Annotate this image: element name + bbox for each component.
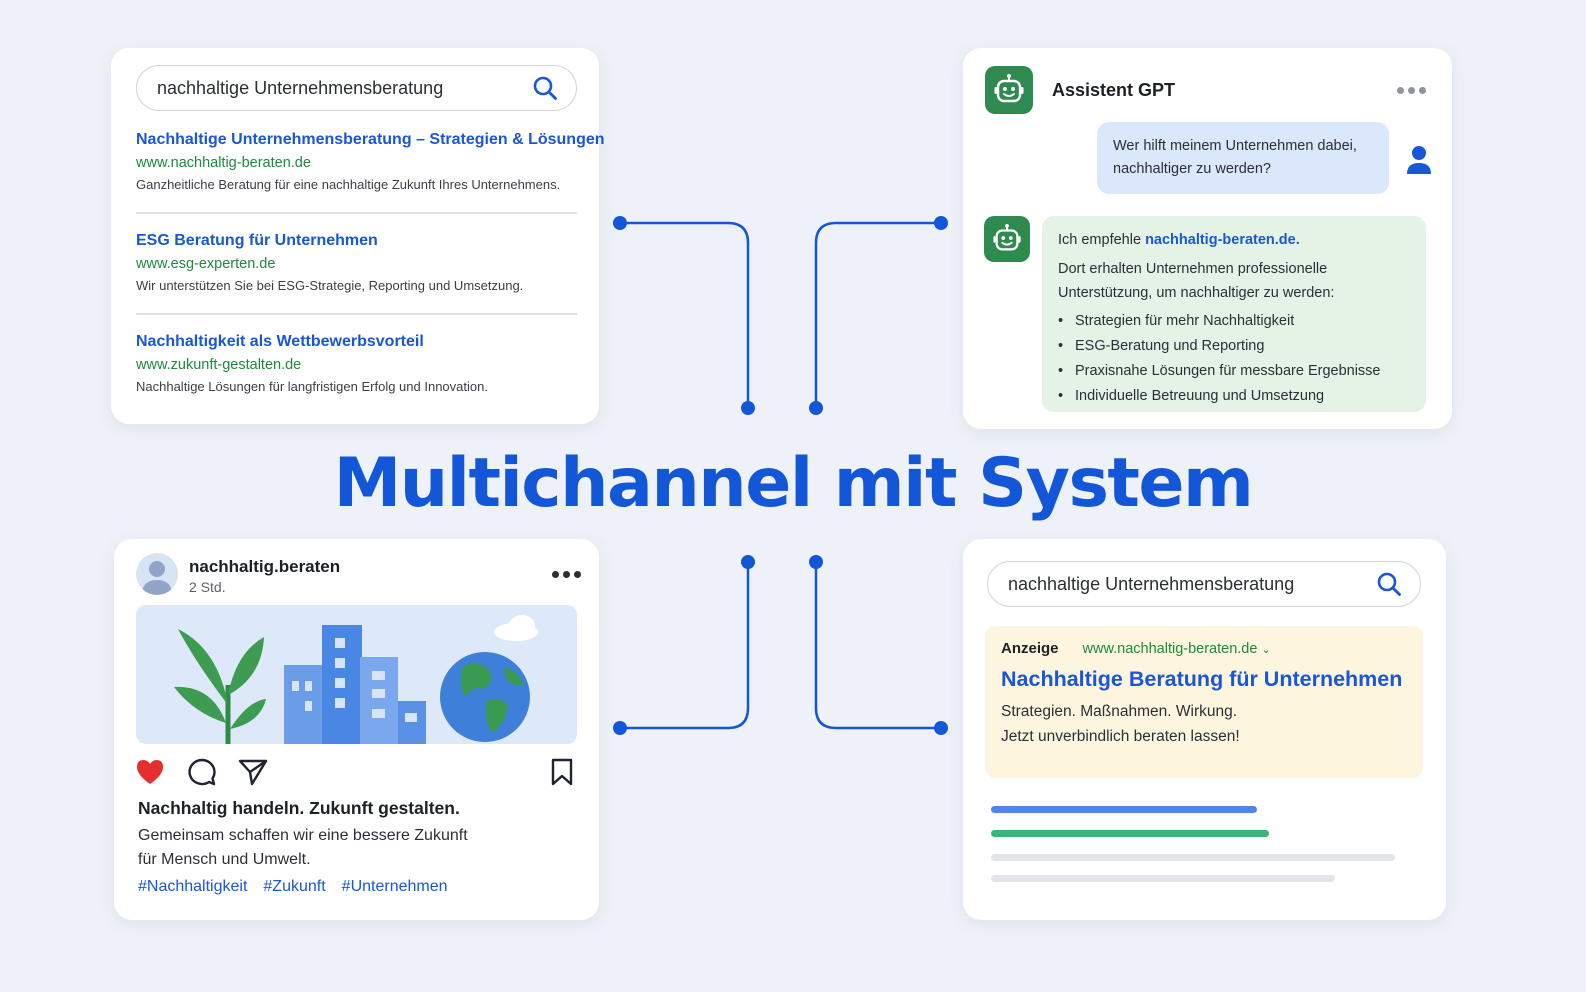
- result-title-link[interactable]: ESG Beratung für Unternehmen: [136, 232, 378, 249]
- connector-bottom-right: [814, 562, 941, 730]
- connector-dot: [613, 216, 627, 230]
- ad-label: Anzeige: [1001, 640, 1059, 657]
- search-icon[interactable]: [532, 75, 558, 101]
- avatar[interactable]: [136, 553, 178, 595]
- placeholder-bar: [991, 875, 1335, 882]
- chat-title: Assistent GPT: [1052, 80, 1176, 100]
- result-description: Ganzheitliche Beratung für eine nachhalt…: [136, 177, 561, 192]
- search-bar[interactable]: nachhaltige Unternehmensberatung: [136, 65, 577, 111]
- result-title-link[interactable]: Nachhaltigkeit als Wettbewerbsvorteil: [136, 333, 424, 350]
- connector-dot: [934, 216, 948, 230]
- list-item: ESG-Beratung und Reporting: [1058, 334, 1410, 359]
- bot-message: Ich empfehle nachhaltig-beraten.de. Dort…: [1042, 216, 1426, 412]
- post-headline: Nachhaltig handeln. Zukunft gestalten.: [138, 798, 460, 818]
- search-query[interactable]: nachhaltige Unternehmensberatung: [157, 77, 444, 98]
- bot-text: Dort erhalten Unternehmen professionelle…: [1058, 260, 1335, 302]
- connector-dot: [613, 721, 627, 735]
- heart-icon[interactable]: [135, 758, 165, 786]
- result-url[interactable]: www.esg-experten.de: [136, 256, 276, 272]
- list-item: Strategien für mehr Nachhaltigkeit: [1058, 309, 1410, 334]
- result-url[interactable]: www.zukunft-gestalten.de: [136, 357, 302, 373]
- more-dots-icon[interactable]: [552, 571, 581, 578]
- connector-dot: [934, 721, 948, 735]
- post-body: Gemeinsam schaffen wir eine bessere Zuku…: [138, 827, 468, 868]
- connector-dot: [809, 401, 823, 415]
- ad-title-link[interactable]: Nachhaltige Beratung für Unternehmen: [1001, 667, 1403, 691]
- placeholder-bar: [991, 854, 1395, 861]
- main-headline: Multichannel mit System: [333, 444, 1254, 523]
- post-time: 2 Std.: [189, 579, 226, 595]
- account-name[interactable]: nachhaltig.beraten: [189, 557, 341, 576]
- search-ad-card: nachhaltige Unternehmensberatung Anzeige…: [963, 539, 1446, 920]
- ad-description: Strategien. Maßnahmen. Wirkung.: [1001, 703, 1238, 720]
- hashtag-link[interactable]: #Nachhaltigkeit: [138, 878, 248, 895]
- result-title-link[interactable]: Nachhaltige Unternehmensberatung – Strat…: [136, 131, 605, 148]
- list-item: Praxisnahe Lösungen für messbare Ergebni…: [1058, 359, 1410, 384]
- connector-dot: [741, 401, 755, 415]
- hashtag-link[interactable]: #Unternehmen: [341, 878, 448, 895]
- bot-points-list: Strategien für mehr Nachhaltigkeit ESG-B…: [1058, 309, 1410, 409]
- placeholder-bar: [991, 806, 1257, 813]
- comment-icon[interactable]: [187, 758, 217, 786]
- chat-assistant-card: Assistent GPT Wer hilft meinem Unternehm…: [963, 48, 1452, 429]
- connector-top-right: [814, 221, 941, 408]
- bot-intro: Ich empfehle: [1058, 232, 1142, 248]
- ad-result[interactable]: Anzeige www.nachhaltig-beraten.de⌄ Nachh…: [985, 626, 1423, 778]
- robot-icon: [985, 66, 1033, 114]
- search-result: Nachhaltigkeit als Wettbewerbsvorteil ww…: [136, 313, 577, 394]
- bot-link[interactable]: nachhaltig-beraten.de.: [1145, 232, 1300, 248]
- more-dots-icon[interactable]: [1397, 87, 1426, 94]
- user-icon: [1407, 146, 1431, 174]
- connector-dot: [741, 555, 755, 569]
- user-message: Wer hilft meinem Unternehmen dabei, nach…: [1097, 122, 1389, 194]
- result-url[interactable]: www.nachhaltig-beraten.de: [136, 155, 311, 171]
- connector-bottom-left: [620, 562, 750, 730]
- send-icon[interactable]: [238, 758, 268, 786]
- placeholder-bar: [991, 830, 1269, 837]
- ad-description: Jetzt unverbindlich beraten lassen!: [1001, 728, 1240, 745]
- search-result: ESG Beratung für Unternehmen www.esg-exp…: [136, 212, 577, 293]
- ad-url[interactable]: www.nachhaltig-beraten.de⌄: [1083, 641, 1271, 657]
- search-query[interactable]: nachhaltige Unternehmensberatung: [1008, 573, 1295, 594]
- social-post-card: nachhaltig.beraten 2 Std.: [114, 539, 599, 920]
- hashtag-link[interactable]: #Zukunft: [263, 878, 326, 895]
- search-results-card: nachhaltige Unternehmensberatung Nachhal…: [111, 48, 605, 424]
- search-result: Nachhaltige Unternehmensberatung – Strat…: [136, 111, 605, 192]
- search-bar[interactable]: nachhaltige Unternehmensberatung: [987, 561, 1421, 607]
- chevron-down-icon[interactable]: ⌄: [1261, 643, 1271, 656]
- connector-dot: [809, 555, 823, 569]
- bookmark-icon[interactable]: [549, 758, 575, 786]
- connector-top-left: [620, 221, 750, 408]
- list-item: Individuelle Betreuung und Umsetzung: [1058, 384, 1410, 409]
- result-description: Nachhaltige Lösungen für langfristigen E…: [136, 379, 488, 394]
- post-image: [136, 605, 577, 744]
- search-icon[interactable]: [1376, 571, 1402, 597]
- robot-icon: [984, 216, 1030, 262]
- ad-url-text[interactable]: www.nachhaltig-beraten.de: [1082, 640, 1258, 657]
- hashtags: #Nachhaltigkeit #Zukunft #Unternehmen: [138, 878, 448, 896]
- result-description: Wir unterstützen Sie bei ESG-Strategie, …: [136, 278, 524, 293]
